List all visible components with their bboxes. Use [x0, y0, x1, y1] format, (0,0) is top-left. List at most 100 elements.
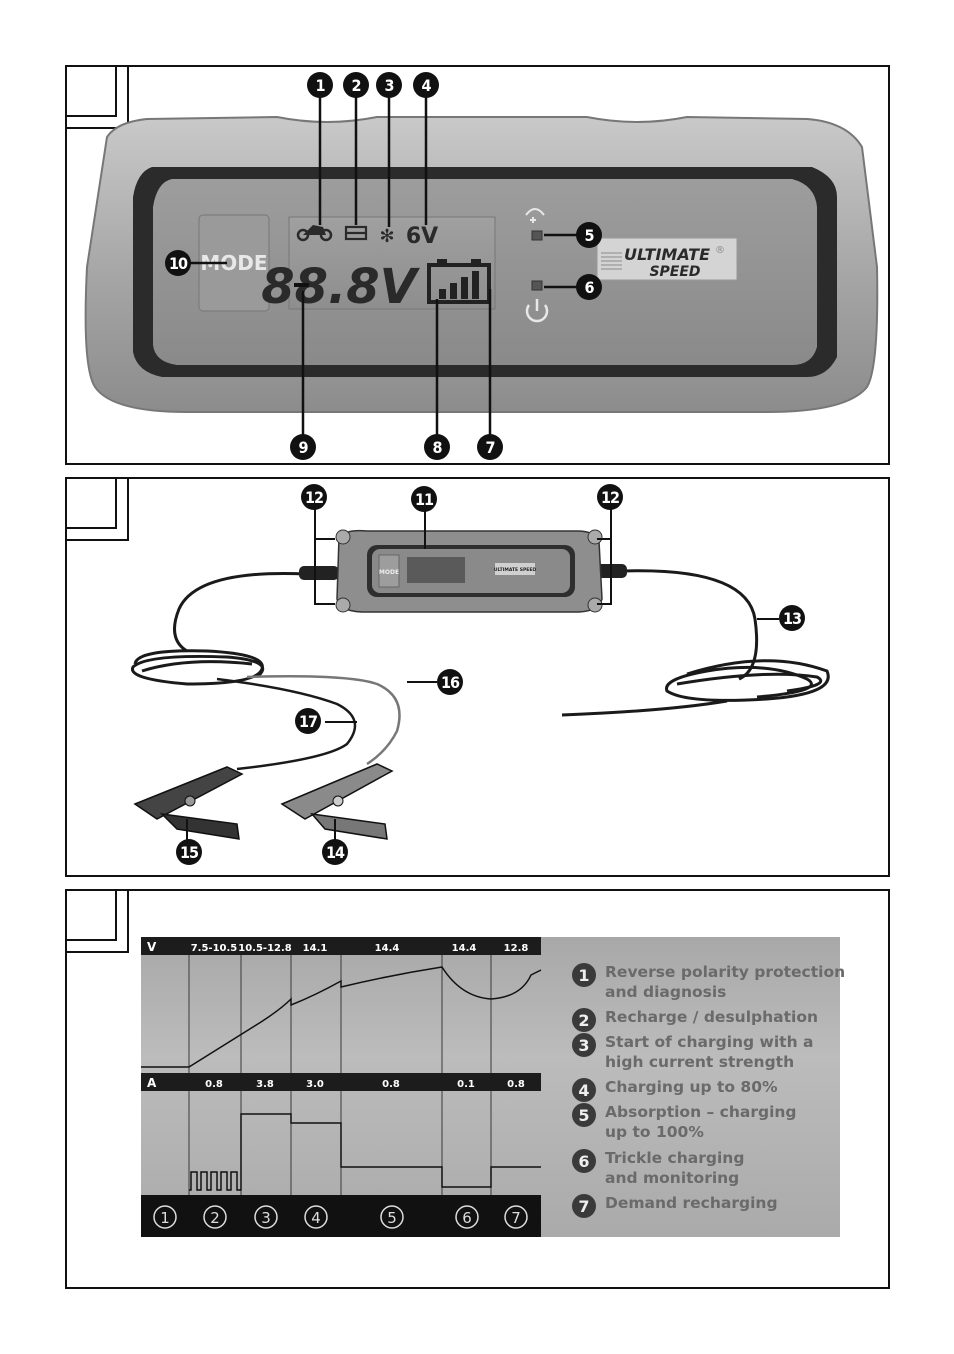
voltage-value-5: 14.4: [452, 943, 477, 954]
phase-2-label: 2: [210, 1209, 220, 1227]
figure-1-number-box: [65, 65, 117, 117]
charger-with-cables-illustration: MODE ULTIMATE SPEED: [131, 509, 830, 841]
legend-item-7: 7 Demand recharging: [572, 1193, 778, 1218]
legend-num-1: 1: [572, 963, 596, 987]
current-header-bar: [141, 1073, 541, 1091]
power-led: [531, 280, 543, 291]
mount-hole-top-left: [335, 529, 351, 545]
red-lead: [246, 675, 401, 766]
current-curve: [189, 1113, 541, 1191]
legend-num-7: 7: [572, 1194, 596, 1218]
figure-2-leader-lines: [186, 509, 779, 841]
brand-line-1: ULTIMATE: [624, 245, 710, 264]
figure-1-leader-lines: [177, 97, 577, 435]
current-value-3: 3.0: [306, 1079, 324, 1090]
mini-mode-label: MODE: [379, 569, 399, 576]
output-cable: [131, 571, 308, 686]
voltage-value-3: 14.1: [303, 943, 328, 954]
current-value-5: 0.1: [457, 1079, 475, 1090]
voltage-readout: 88.8V: [261, 259, 420, 315]
voltage-curve: [141, 966, 542, 1068]
phase-1-label: 1: [160, 1209, 170, 1227]
callout-6: 6: [576, 274, 602, 300]
callout-7: 7: [477, 434, 503, 460]
brand-stripes: [601, 252, 622, 270]
mini-brand-plate: [495, 563, 535, 575]
charging-curve-svg: V A 7.5-10.5 10.5-12.8 14.1 14.4 14.4 12…: [141, 937, 542, 1237]
mini-lcd: [407, 557, 465, 583]
voltage-value-1: 7.5-10.5: [191, 943, 238, 954]
callout-5: 5: [576, 222, 602, 248]
phase-separators: [188, 955, 492, 1195]
black-clamp: [133, 766, 244, 840]
callout-16: 16: [437, 669, 463, 695]
figure-3-number-box: [65, 889, 117, 941]
legend-text-4: Charging up to 80%: [605, 1078, 778, 1096]
callout-12-left: 12: [301, 484, 327, 510]
reverse-polarity-icon: [525, 208, 545, 223]
callout-9: 9: [290, 434, 316, 460]
black-lead: [216, 677, 357, 771]
legend-num-5: 5: [572, 1103, 596, 1127]
brand-plate: [596, 237, 738, 281]
mount-hole-bottom-left: [335, 597, 351, 613]
phase-3-label: 3: [261, 1209, 271, 1227]
legend-num-2: 2: [572, 1008, 596, 1032]
callout-4: 4: [413, 72, 439, 98]
phase-number-circles: [153, 1205, 528, 1229]
phase-5-label: 5: [387, 1209, 397, 1227]
six-volt-indicator: 6V: [406, 224, 438, 249]
callout-11: 11: [411, 486, 437, 512]
callout-12-right: 12: [597, 484, 623, 510]
registered-mark: ®: [715, 245, 725, 256]
voltage-value-6: 12.8: [504, 943, 529, 954]
phase-6-label: 6: [462, 1209, 472, 1227]
legend-text-7: Demand recharging: [605, 1194, 778, 1212]
brand-line-2: SPEED: [649, 264, 700, 280]
snowflake-icon: ✻: [379, 226, 394, 247]
current-value-2: 3.8: [256, 1079, 274, 1090]
legend-num-6: 6: [572, 1149, 596, 1173]
legend-num-4: 4: [572, 1078, 596, 1102]
current-value-6: 0.8: [507, 1079, 525, 1090]
callout-14: 14: [322, 839, 348, 865]
car-icon: [344, 225, 368, 241]
current-axis-label: A: [147, 1076, 157, 1090]
legend-num-3: 3: [572, 1033, 596, 1057]
callout-13: 13: [779, 605, 805, 631]
voltage-value-4: 14.4: [375, 943, 400, 954]
legend-text-2: Recharge / desulphation: [605, 1008, 819, 1026]
figure-2-number-box: [65, 477, 117, 529]
legend-item-2: 2 Recharge / desulphation: [572, 1007, 818, 1032]
voltage-axis-label: V: [147, 940, 157, 954]
red-clamp: [280, 763, 394, 840]
mini-mode-button: [378, 554, 400, 588]
callout-8: 8: [424, 434, 450, 460]
minus-sign: [294, 283, 309, 287]
polarity-led: [531, 230, 543, 241]
legend-item-4: 4 Charging up to 80%: [572, 1077, 778, 1102]
callout-15: 15: [176, 839, 202, 865]
callout-10: 10: [165, 250, 191, 276]
callout-1: 1: [307, 72, 333, 98]
battery-level-icon: [427, 259, 491, 304]
callout-2: 2: [343, 72, 369, 98]
power-cable: [561, 569, 830, 717]
phase-4-label: 4: [311, 1209, 321, 1227]
phase-bar: [141, 1195, 541, 1237]
voltage-value-2: 10.5-12.8: [238, 943, 292, 954]
current-value-1: 0.8: [205, 1079, 223, 1090]
mount-hole-top-right: [587, 529, 603, 545]
motorcycle-icon: [296, 225, 333, 242]
mini-brand: ULTIMATE SPEED: [494, 567, 537, 573]
callout-3: 3: [376, 72, 402, 98]
power-icon: [525, 299, 549, 323]
